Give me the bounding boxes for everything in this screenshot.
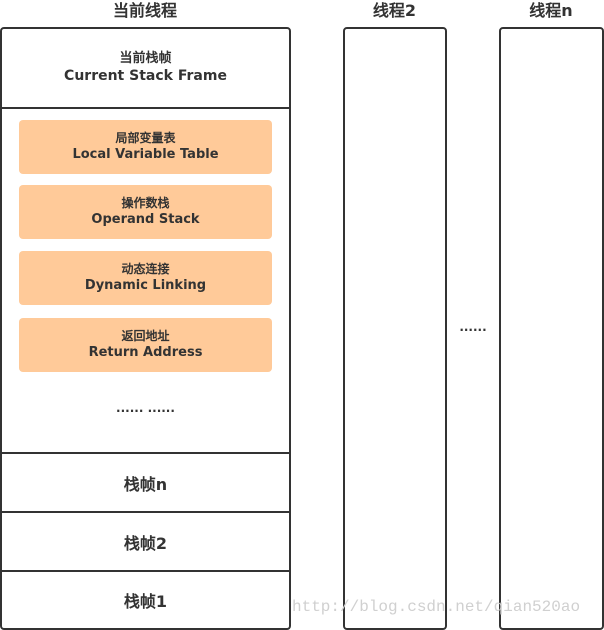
stack-frame-n: 栈帧n (2, 452, 289, 511)
operand-stack-cn: 操作数栈 (121, 196, 170, 210)
return-address: 返回地址 Return Address (19, 318, 272, 372)
thread-2-stack (343, 27, 447, 630)
thread-title-current: 当前线程 (112, 1, 177, 20)
operand-stack: 操作数栈 Operand Stack (19, 185, 272, 239)
frame-parts-ellipsis: ...... ...... (116, 401, 175, 415)
thread-n-stack (499, 27, 604, 630)
stack-frame-2: 栈帧2 (2, 511, 289, 570)
current-stack-frame-cn: 当前栈帧 (119, 51, 172, 66)
stack-frame-1: 栈帧1 (2, 570, 289, 628)
watermark: http://blog.csdn.net/qian520ao (292, 598, 581, 616)
current-stack-frame-en: Current Stack Frame (64, 68, 227, 84)
stack-frame-n-label: 栈帧n (123, 474, 168, 494)
dynamic-linking: 动态连接 Dynamic Linking (19, 251, 272, 305)
operand-stack-en: Operand Stack (91, 212, 200, 227)
stack-frame-1-label: 栈帧1 (123, 592, 168, 611)
threads-ellipsis: ...... (459, 320, 487, 334)
dynamic-linking-en: Dynamic Linking (84, 278, 207, 293)
local-variable-table: 局部变量表 Local Variable Table (19, 120, 272, 174)
current-thread-stack: 当前栈帧 Current Stack Frame 局部变量表 Local Var… (0, 27, 291, 630)
return-address-cn: 返回地址 (121, 329, 170, 343)
thread-title-n: 线程n (529, 1, 573, 20)
stack-frame-2-label: 栈帧2 (123, 533, 168, 553)
current-stack-frame-header: 当前栈帧 Current Stack Frame (2, 29, 289, 107)
thread-title-2: 线程2 (372, 1, 417, 20)
current-stack-frame-body: 局部变量表 Local Variable Table 操作数栈 Operand … (2, 107, 289, 452)
local-variable-table-en: Local Variable Table (72, 147, 219, 162)
local-variable-table-cn: 局部变量表 (115, 131, 176, 145)
return-address-en: Return Address (88, 345, 203, 360)
dynamic-linking-cn: 动态连接 (121, 262, 170, 276)
